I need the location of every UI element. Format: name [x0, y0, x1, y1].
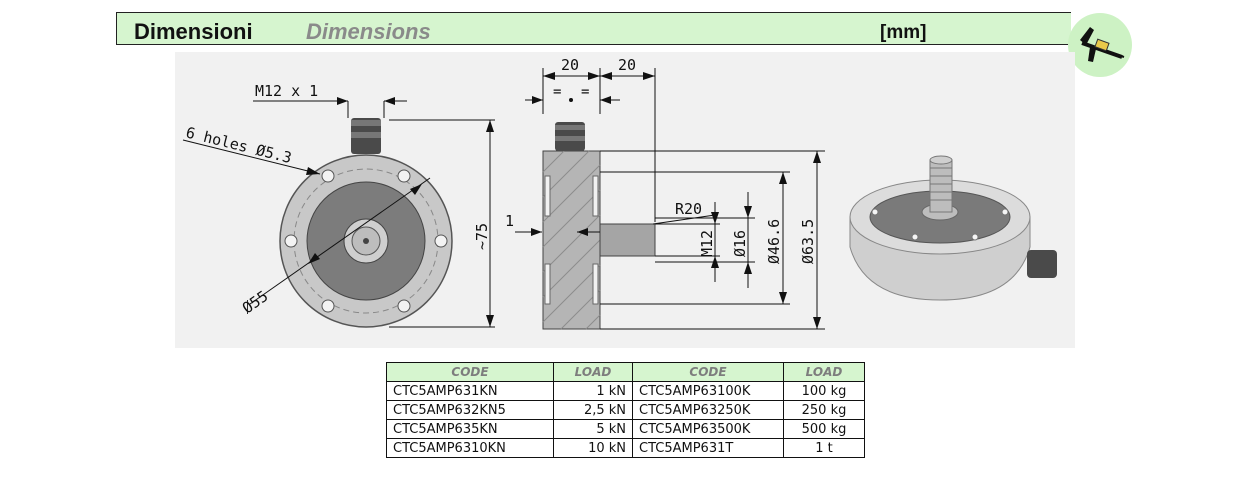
technical-drawing: M12 x 1 6 holes Ø5.3 Ø55 ~75: [175, 52, 1075, 348]
section-view: 20 20 = = 1 R20: [505, 56, 825, 330]
cell-load: 500 kg: [783, 419, 865, 439]
radius-label: R20: [675, 200, 702, 218]
height-label: ~75: [473, 223, 491, 250]
holes-label: 6 holes Ø5.3: [184, 123, 294, 167]
unit-label: [mm]: [880, 22, 927, 43]
cell-load: 250 kg: [783, 400, 865, 420]
thread-label: M12 x 1: [255, 82, 318, 100]
title-italian: Dimensioni: [134, 19, 253, 44]
cell-code: CTC5AMP632KN5: [386, 400, 554, 420]
table-row: CTC5AMP632KN5 2,5 kN CTC5AMP63250K 250 k…: [386, 400, 865, 420]
cell-code: CTC5AMP635KN: [386, 419, 554, 439]
isometric-view: [849, 155, 1057, 301]
cell-code: CTC5AMP631T: [632, 438, 784, 458]
equal-left: =: [553, 84, 561, 100]
cell-code: CTC5AMP63500K: [632, 419, 784, 439]
d46-label: Ø46.6: [765, 219, 783, 264]
code-table: CODE LOAD CODE LOAD CTC5AMP631KN 1 kN CT…: [386, 362, 865, 458]
dim-top-right: 20: [618, 56, 636, 74]
thread-m12-label: M12: [698, 230, 716, 257]
cell-load: 5 kN: [553, 419, 633, 439]
header-bar: Dimensioni Dimensions [mm]: [116, 12, 1071, 45]
header-code-2: CODE: [632, 362, 784, 382]
table-row: CTC5AMP6310KN 10 kN CTC5AMP631T 1 t: [386, 438, 865, 458]
dim-gap: 1: [505, 212, 514, 230]
caliper-icon: [1068, 13, 1132, 77]
cell-load: 100 kg: [783, 381, 865, 401]
header-load-1: LOAD: [553, 362, 633, 382]
cell-code: CTC5AMP63250K: [632, 400, 784, 420]
dim-top-left: 20: [561, 56, 579, 74]
title-english: Dimensions: [306, 19, 431, 44]
d16-label: Ø16: [731, 230, 749, 257]
cell-code: CTC5AMP63100K: [632, 381, 784, 401]
cell-load: 2,5 kN: [553, 400, 633, 420]
header-load-2: LOAD: [783, 362, 865, 382]
table-row: CTC5AMP635KN 5 kN CTC5AMP63500K 500 kg: [386, 419, 865, 439]
d63-label: Ø63.5: [799, 219, 817, 264]
cell-load: 1 kN: [553, 381, 633, 401]
table-row: CTC5AMP631KN 1 kN CTC5AMP63100K 100 kg: [386, 381, 865, 401]
front-view: M12 x 1 6 holes Ø5.3 Ø55 ~75: [182, 82, 495, 328]
cell-load: 1 t: [783, 438, 865, 458]
header-code-1: CODE: [386, 362, 554, 382]
cell-code: CTC5AMP631KN: [386, 381, 554, 401]
cell-load: 10 kN: [553, 438, 633, 458]
equal-right: =: [581, 84, 589, 100]
table-header-row: CODE LOAD CODE LOAD: [386, 362, 865, 382]
bolt-circle-label: Ø55: [239, 287, 272, 317]
cell-code: CTC5AMP6310KN: [386, 438, 554, 458]
